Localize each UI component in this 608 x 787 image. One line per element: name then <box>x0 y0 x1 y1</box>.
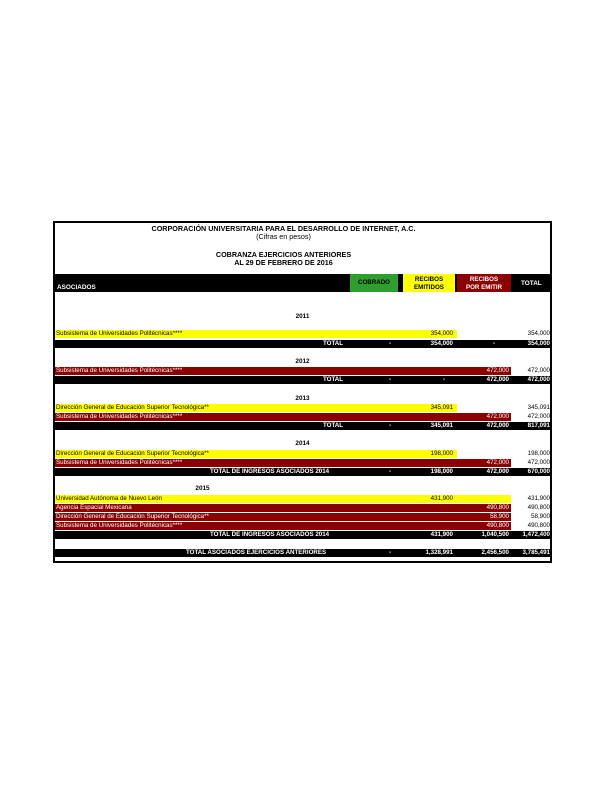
total-label: TOTAL <box>323 376 344 383</box>
section-year-2015: 2015 <box>195 485 210 492</box>
table-row: Subsistema de Universidades Politécnicas… <box>55 459 550 467</box>
row-name: Subsistema de Universidades Politécnicas… <box>56 522 183 529</box>
row-emitidos: 354,000 <box>430 330 453 337</box>
total-emitidos: 354,000 <box>430 340 453 347</box>
row-name: Subsistema de Universidades Politécnicas… <box>56 367 183 374</box>
table-row: Subsistema de Universidades Politécnicas… <box>55 522 550 530</box>
table-row: Dirección General de Educación Superior … <box>55 450 550 458</box>
row-por-emitir: 472,000 <box>486 413 509 420</box>
total-total: 472,000 <box>527 376 550 383</box>
total-label: TOTAL <box>323 340 344 347</box>
row-emitidos: 345,091 <box>430 404 453 411</box>
total-cobrado: - <box>388 376 391 383</box>
cobrado-header: COBRADO <box>350 274 398 292</box>
total-header: TOTAL <box>521 280 542 287</box>
recibos-por-emitir-line2: POR EMITIR <box>465 283 503 291</box>
row-name: Universidad Autónoma de Nuevo León <box>56 495 162 502</box>
total-por-emitir: 1,040,500 <box>481 531 509 538</box>
grand-total-row: TOTAL ASOCIADOS EJERCICIOS ANTERIORES - … <box>55 549 550 557</box>
row-name: Agencia Espacial Mexicana <box>56 504 132 511</box>
total-por-emitir: 472,000 <box>486 468 509 475</box>
recibos-por-emitir-line1: RECIBOS <box>469 276 499 283</box>
total-emitidos: 431,900 <box>430 531 453 538</box>
recibos-emitidos-header: RECIBOS EMITIDOS <box>403 274 455 292</box>
total-total: 1,472,400 <box>522 531 550 538</box>
total-total: 817,091 <box>527 422 550 429</box>
column-header-row: ASOCIADOS COBRADO RECIBOS EMITIDOS RECIB… <box>55 274 550 292</box>
row-total: 431,900 <box>527 495 550 502</box>
report-title: COBRANZA EJERCICIOS ANTERIORES <box>215 250 352 259</box>
table-row: Dirección General de Educación Superior … <box>55 404 550 412</box>
row-total: 490,800 <box>527 522 550 529</box>
table-row: Subsistema de Universidades Politécnicas… <box>55 330 550 338</box>
table-row: Subsistema de Universidades Politécnicas… <box>55 413 550 421</box>
report-sheet: CORPORACIÓN UNIVERSITARIA PARA EL DESARR… <box>53 221 552 563</box>
total-label: TOTAL <box>323 422 344 429</box>
cobrado-header-label: COBRADO <box>358 279 390 286</box>
row-name: Dirección General de Educación Superior … <box>56 404 209 411</box>
section-year-2012: 2012 <box>295 358 310 365</box>
recibos-por-emitir-header: RECIBOS POR EMITIR <box>457 274 511 292</box>
row-total: 472,000 <box>527 459 550 466</box>
total-row: TOTAL - 345,091 472,000 817,091 <box>55 422 550 430</box>
units-note: (Cifras en pesos) <box>256 232 311 241</box>
grand-total-por-emitir: 2,456,500 <box>481 549 509 556</box>
report-date: AL 29 DE FEBRERO DE 2016 <box>234 258 333 267</box>
total-label: TOTAL DE INGRESOS ASOCIADOS 2014 <box>210 531 330 538</box>
total-emitidos: 198,000 <box>430 468 453 475</box>
total-total: 354,000 <box>527 340 550 347</box>
row-total: 472,000 <box>527 413 550 420</box>
total-emitidos: - <box>442 376 445 383</box>
row-total: 472,000 <box>527 367 550 374</box>
row-por-emitir: 490,800 <box>486 522 509 529</box>
recibos-emitidos-line1: RECIBOS <box>414 276 444 283</box>
table-row: Dirección General de Educación Superior … <box>55 513 550 521</box>
total-row: TOTAL DE INGRESOS ASOCIADOS 2014 431,900… <box>55 531 550 539</box>
table-row: Agencia Espacial Mexicana 490,800 490,80… <box>55 504 550 512</box>
total-row: TOTAL - 354,000 - 354,000 <box>55 340 550 348</box>
row-por-emitir: 58,900 <box>490 513 509 520</box>
row-emitidos: 198,000 <box>430 450 453 457</box>
total-row: TOTAL - - 472,000 472,000 <box>55 376 550 384</box>
table-row: Universidad Autónoma de Nuevo León 431,9… <box>55 495 550 503</box>
row-name: Dirección General de Educación Superior … <box>56 513 209 520</box>
grand-total-cobrado: - <box>388 549 391 556</box>
total-cobrado: - <box>388 422 391 429</box>
recibos-emitidos-line2: EMITIDOS <box>414 283 444 291</box>
total-total: 670,000 <box>527 468 550 475</box>
row-total: 58,900 <box>531 513 550 520</box>
total-cobrado: - <box>388 468 391 475</box>
row-name: Subsistema de Universidades Politécnicas… <box>56 413 183 420</box>
grand-total-total: 3,785,491 <box>522 549 550 556</box>
row-name: Subsistema de Universidades Politécnicas… <box>56 330 183 337</box>
row-total: 490,800 <box>527 504 550 511</box>
asociados-header: ASOCIADOS <box>57 284 96 291</box>
total-cobrado: - <box>388 340 391 347</box>
section-year-2014: 2014 <box>295 440 310 447</box>
row-name: Subsistema de Universidades Politécnicas… <box>56 459 183 466</box>
row-por-emitir: 472,000 <box>486 367 509 374</box>
total-por-emitir: 472,000 <box>486 376 509 383</box>
row-por-emitir: 472,000 <box>486 459 509 466</box>
row-por-emitir: 490,800 <box>486 504 509 511</box>
row-total: 198,000 <box>527 450 550 457</box>
row-name: Dirección General de Educación Superior … <box>56 450 209 457</box>
section-year-2013: 2013 <box>295 395 310 402</box>
grand-total-emitidos: 1,328,991 <box>425 549 453 556</box>
org-title: CORPORACIÓN UNIVERSITARIA PARA EL DESARR… <box>151 224 416 233</box>
total-row: TOTAL DE INGRESOS ASOCIADOS 2014 - 198,0… <box>55 468 550 476</box>
row-emitidos: 431,900 <box>430 495 453 502</box>
section-year-2011: 2011 <box>295 313 310 320</box>
total-emitidos: 345,091 <box>430 422 453 429</box>
total-por-emitir: - <box>492 340 495 347</box>
table-row: Subsistema de Universidades Politécnicas… <box>55 367 550 375</box>
row-total: 354,000 <box>527 330 550 337</box>
row-total: 345,091 <box>527 404 550 411</box>
grand-total-label: TOTAL ASOCIADOS EJERCICIOS ANTERIORES <box>186 549 327 556</box>
total-por-emitir: 472,000 <box>486 422 509 429</box>
total-label: TOTAL DE INGRESOS ASOCIADOS 2014 <box>210 468 330 475</box>
